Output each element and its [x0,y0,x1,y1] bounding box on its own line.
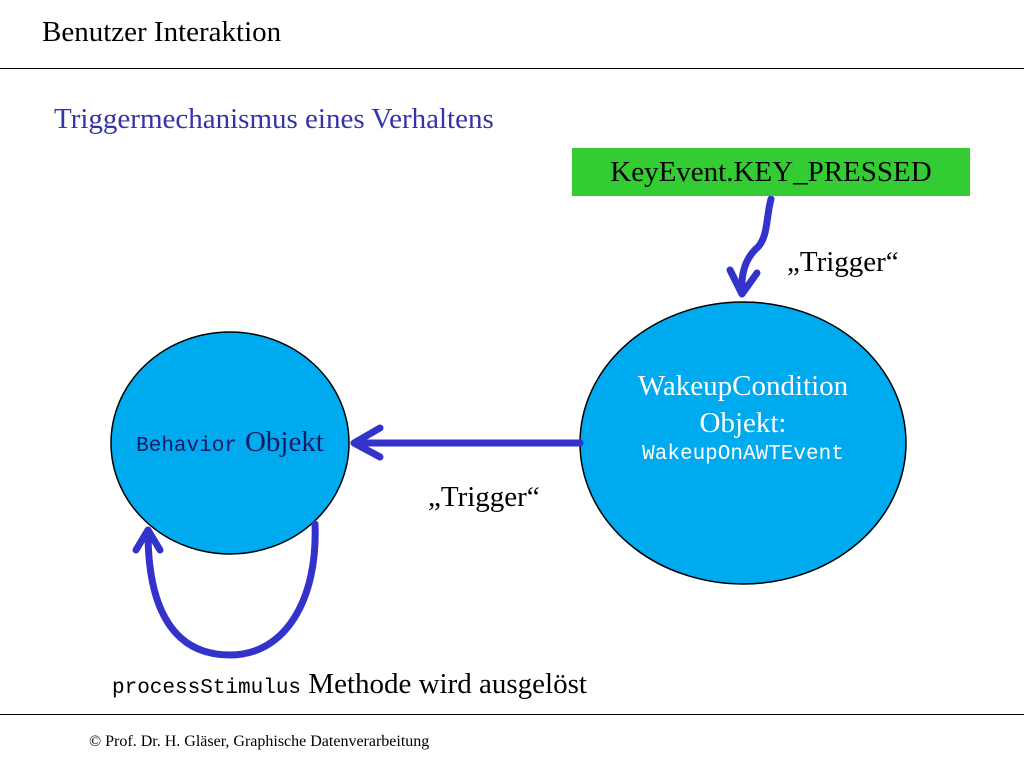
wakeup-line1: WakeupCondition [637,370,849,402]
behavior-class-name: Behavior [136,435,237,458]
wakeup-trigger-arrow [350,424,584,461]
behavior-node [110,331,350,555]
key-event-box: KeyEvent.KEY_PRESSED [572,148,970,196]
footer-copyright: © Prof. Dr. H. Gläser, Graphische Datenv… [89,733,430,750]
method-name: processStimulus [112,677,302,700]
title-divider [0,68,1024,69]
process-stimulus-loop-arrow [132,520,319,659]
trigger-label-wakeup: „Trigger“ [428,481,540,513]
method-caption: processStimulus Methode wird ausgelöst [112,668,587,701]
wakeup-class-name: WakeupOnAWTEvent [642,443,844,466]
slide-subtitle: Triggermechanismus eines Verhaltens [54,103,494,135]
method-description: Methode wird ausgelöst [308,668,587,700]
wakeup-node-label: WakeupCondition Objekt: WakeupOnAWTEvent [580,368,906,468]
slide-title: Benutzer Interaktion [42,16,282,48]
behavior-node-label: Behavior Objekt [112,426,348,459]
footer-divider [0,714,1024,715]
trigger-label-event: „Trigger“ [787,246,899,278]
wakeup-line2: Objekt: [699,407,787,439]
behavior-object-label: Objekt [244,426,324,458]
event-trigger-arrow [726,195,775,298]
